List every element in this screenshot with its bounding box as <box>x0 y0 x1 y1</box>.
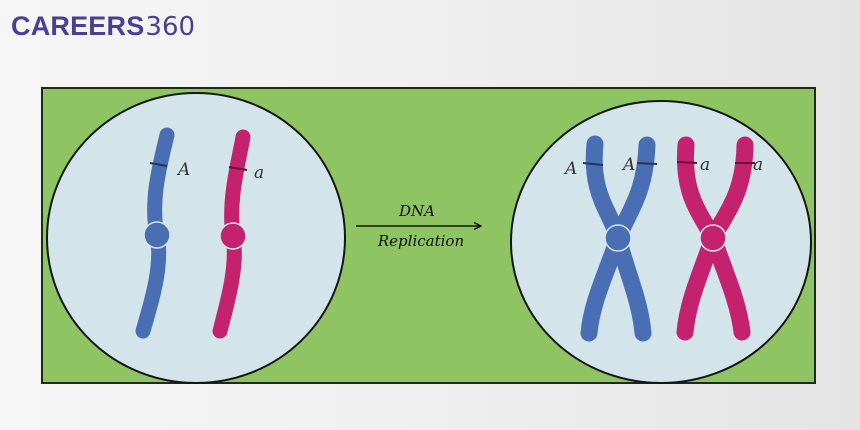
allele-label: A <box>563 159 577 179</box>
replicated-chromosome-homolog-2: a a <box>676 136 763 341</box>
gene-locus-band <box>676 161 698 164</box>
allele-label: A <box>176 160 190 180</box>
chromosome-homolog-1: A <box>135 127 190 339</box>
gene-locus-band <box>636 162 658 165</box>
allele-label: a <box>753 155 763 175</box>
gene-locus-band <box>149 162 168 167</box>
centromere <box>219 222 247 250</box>
arrow-label-dna: DNA <box>398 202 435 220</box>
allele-label: A <box>621 155 635 175</box>
cell-membrane <box>510 100 812 384</box>
allele-label: a <box>254 163 264 183</box>
cell-membrane <box>46 92 346 384</box>
cell-before-replication: A a <box>46 92 346 384</box>
dna-replication-arrow: DNA Replication <box>356 202 483 250</box>
gene-locus-band <box>228 166 248 171</box>
logo-number: 360 <box>145 12 196 42</box>
chromosome-homolog-2: a <box>212 129 264 339</box>
centromere <box>604 224 632 252</box>
centromere <box>143 221 171 249</box>
cell-after-replication: A A a a <box>510 100 812 384</box>
allele-label: a <box>700 155 710 175</box>
replicated-chromosome-homolog-1: A A <box>563 135 658 342</box>
logo-word: CAREERS <box>11 11 145 41</box>
centromere <box>699 224 727 252</box>
arrow-label-replication: Replication <box>377 232 464 250</box>
gene-locus-band <box>582 162 604 166</box>
